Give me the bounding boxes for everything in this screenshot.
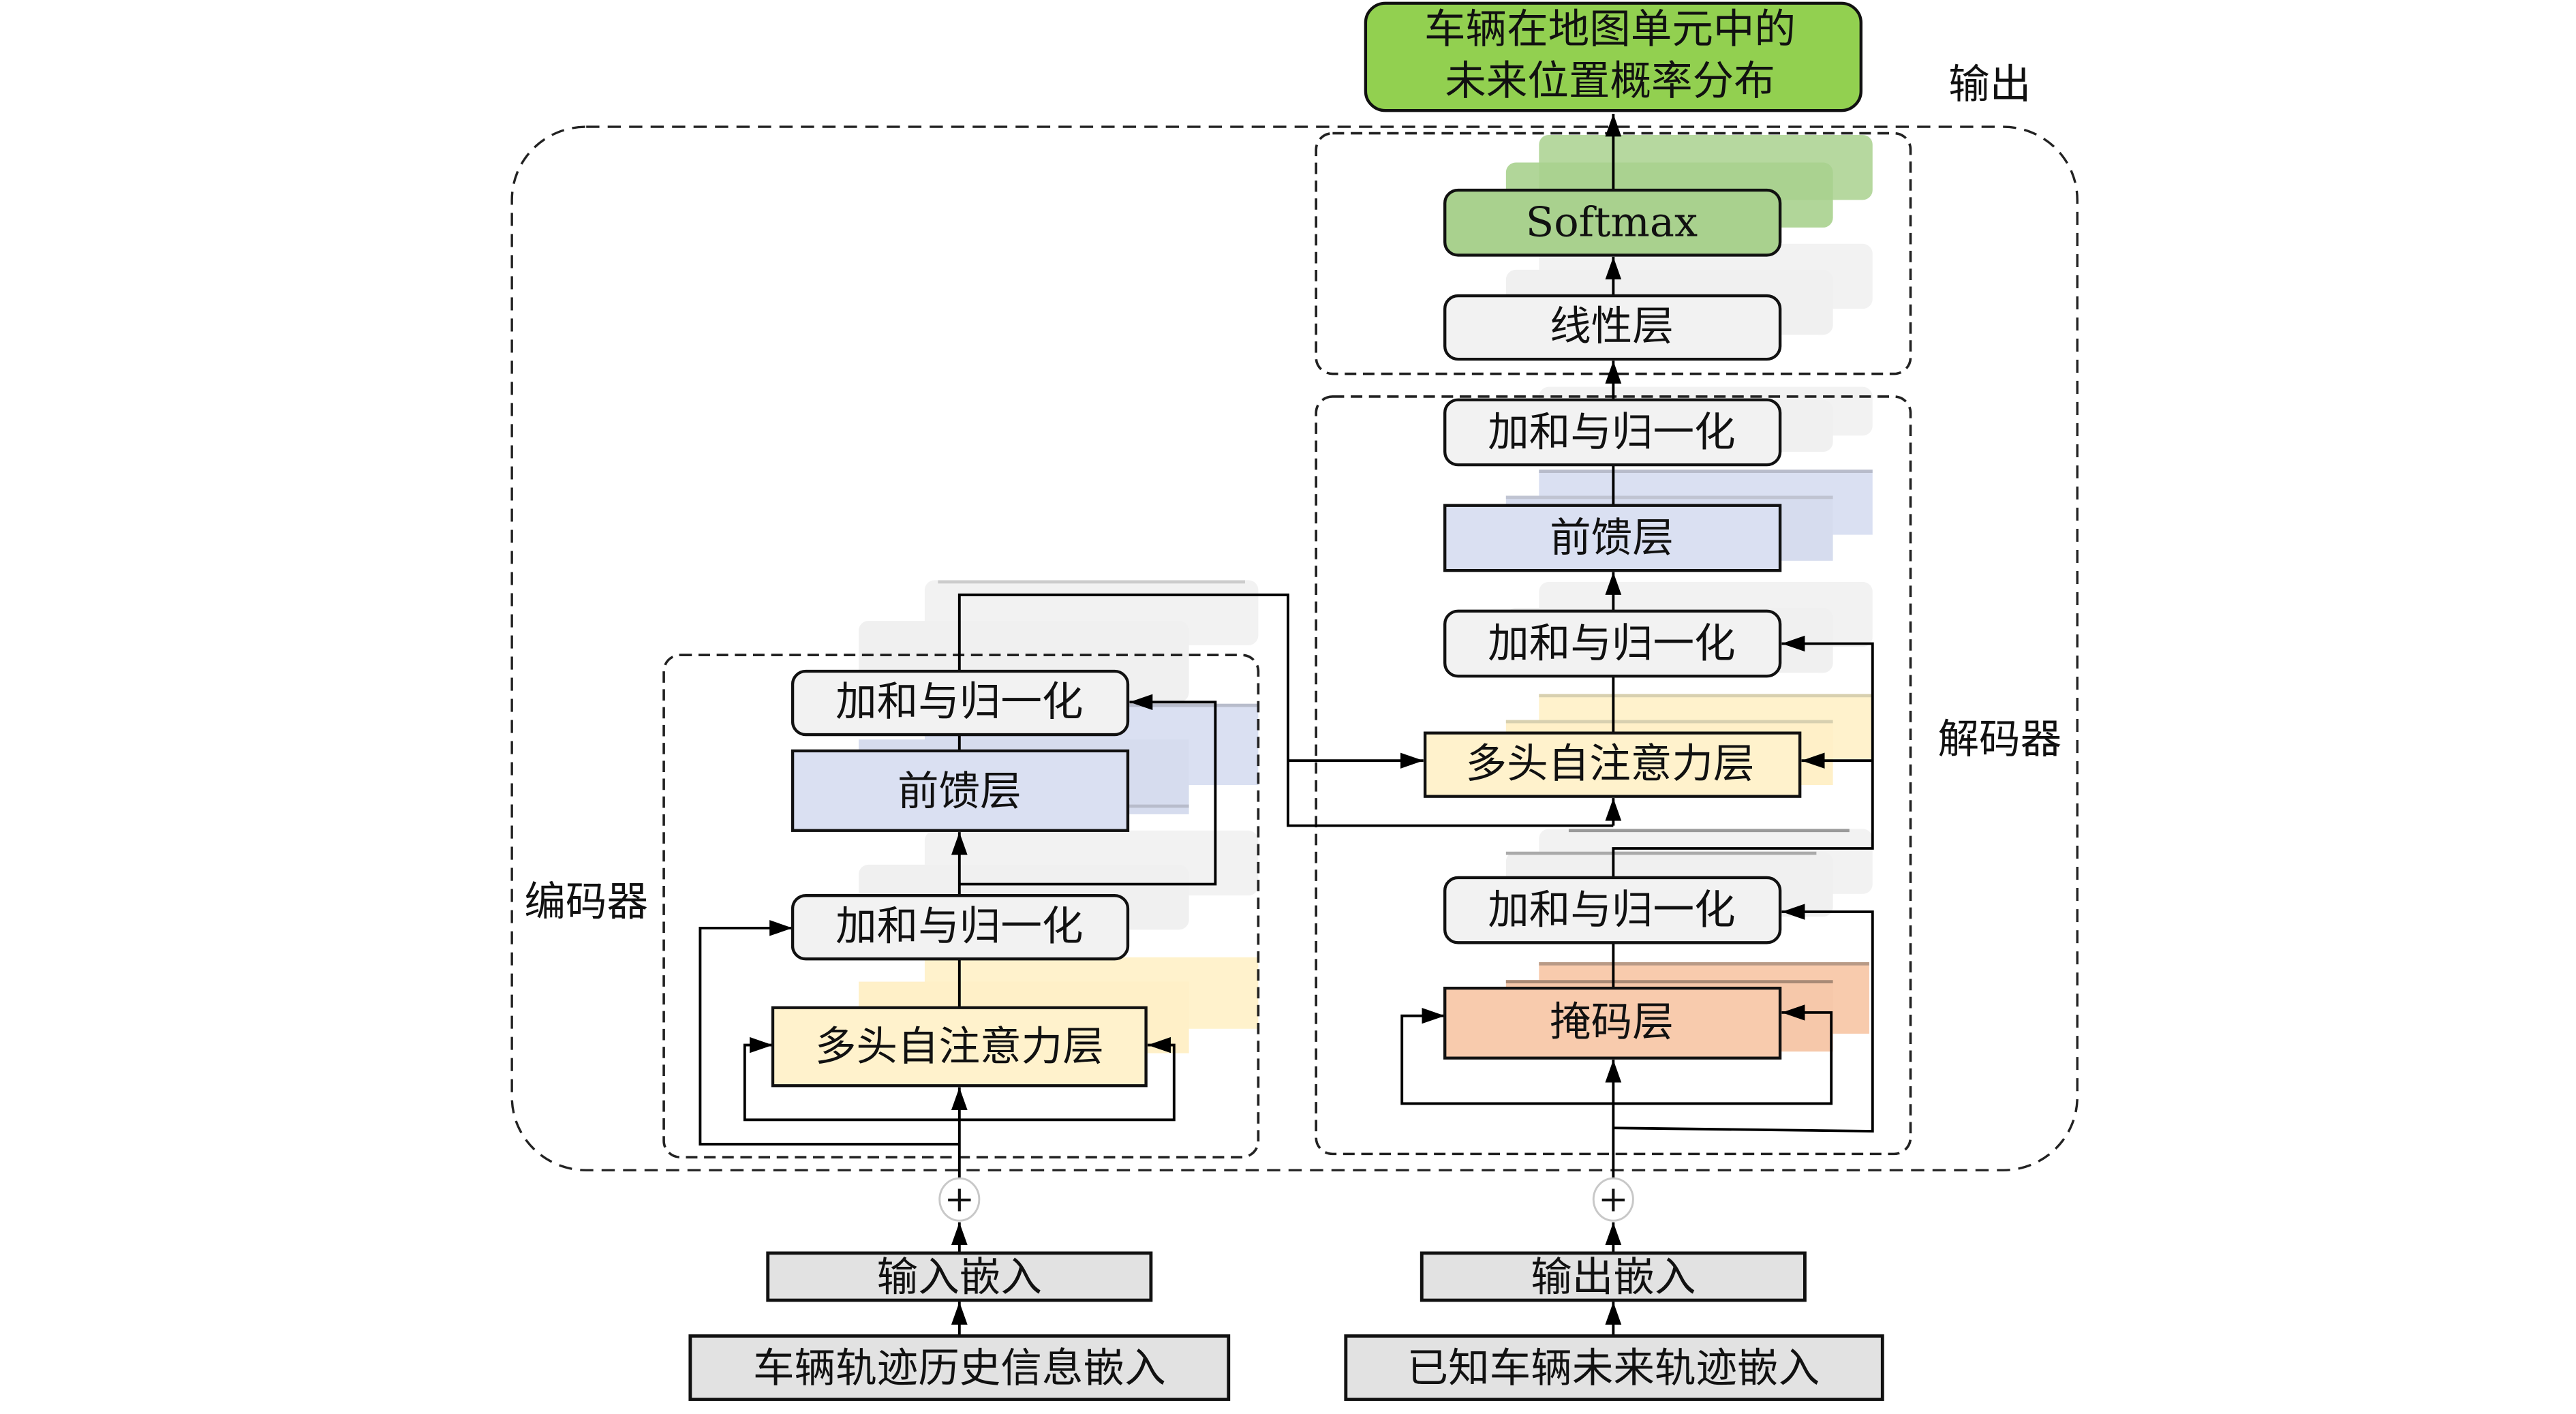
- softmax-layer: Softmax: [1443, 188, 1782, 257]
- decoder-norm-mid-rect: [1443, 609, 1782, 678]
- decoder-norm-bottom: 加和与归一化: [1443, 876, 1782, 944]
- decoder-norm-top: 加和与归一化: [1443, 398, 1782, 467]
- decoder-plus-symbol: +: [1598, 1179, 1629, 1220]
- encoder-feedforward-label: 前馈层: [898, 768, 1022, 815]
- encoder-norm-bottom-rect: [791, 894, 1130, 961]
- output-embedding-rect: [1420, 1251, 1807, 1302]
- encoder-norm-bottom-label: 加和与归一化: [835, 903, 1083, 950]
- encoder-norm-top-label: 加和与归一化: [835, 679, 1083, 726]
- encoder-norm-top: 加和与归一化: [791, 669, 1130, 737]
- input-embedding: 输入嵌入: [766, 1251, 1153, 1302]
- decoder-norm-top-rect: [1443, 398, 1782, 467]
- encoder-feedforward-rect: [791, 749, 1130, 832]
- wire-enc-output-route: [957, 594, 1614, 827]
- wire-enc-attn-left-loop: [743, 1036, 960, 1122]
- input-embedding-rect: [766, 1251, 1153, 1302]
- wire-mask-left-loop: [1400, 1007, 1614, 1105]
- decoder-norm-mid: 加和与归一化: [1443, 609, 1782, 678]
- decoder-mask-rect: [1443, 986, 1782, 1060]
- encoder-plus-circle-icon: [938, 1177, 981, 1222]
- softmax-label: Softmax: [1526, 199, 1698, 246]
- encoder-plus-symbol: +: [944, 1179, 975, 1220]
- decoder-mask-label: 掩码层: [1550, 998, 1674, 1045]
- decoder-norm-top-label: 加和与归一化: [1488, 409, 1735, 456]
- decoder-attention-label: 多头自注意力层: [1466, 740, 1755, 787]
- encoder-positional-add: +: [938, 1177, 981, 1222]
- encoder-attention-rect: [771, 1006, 1148, 1088]
- model-container: [510, 125, 2079, 1171]
- wire-dec-norm-low-up: [1612, 635, 1874, 878]
- decoder-norm-bottom-rect: [1443, 876, 1782, 944]
- encoder-norm-top-rect: [791, 669, 1130, 737]
- wire-dec-residual-norm-low: [1613, 904, 1874, 1133]
- linear-label: 线性层: [1550, 303, 1674, 350]
- future-embedding-label: 已知车辆未来轨迹嵌入: [1407, 1344, 1820, 1392]
- decoder-mask: 掩码层: [1443, 986, 1782, 1060]
- encoder-side-label: 编码器: [524, 878, 648, 925]
- encoder-attention: 多头自注意力层: [771, 1006, 1148, 1088]
- linear-rect: [1443, 294, 1782, 361]
- wire-enc-attn-right-loop: [959, 1036, 1176, 1122]
- encoder-feedforward: 前馈层: [791, 749, 1130, 832]
- decoder-positional-add: +: [1592, 1177, 1634, 1222]
- output-embedding-label: 输出嵌入: [1531, 1254, 1696, 1301]
- history-embedding-label: 车辆轨迹历史信息嵌入: [753, 1344, 1166, 1392]
- wire-mask-right-loop: [1613, 1004, 1833, 1105]
- decoder-attention-rect: [1423, 731, 1802, 798]
- encoder-attention-label: 多头自注意力层: [815, 1023, 1104, 1070]
- decoder-norm-bottom-label: 加和与归一化: [1488, 887, 1735, 934]
- linear-layer: 线性层: [1443, 294, 1782, 361]
- future-embedding: 已知车辆未来轨迹嵌入: [1344, 1334, 1884, 1401]
- output-probability-line2: 未来位置概率分布: [1445, 58, 1775, 105]
- wire-enc-residual-norm-top: [959, 694, 1217, 886]
- output-side-label: 输出: [1948, 61, 2031, 108]
- decoder-feedforward-label: 前馈层: [1550, 514, 1674, 562]
- output-embedding: 输出嵌入: [1420, 1251, 1807, 1302]
- wire-enc-residual-norm-low: [699, 920, 960, 1146]
- softmax-rect: [1443, 188, 1782, 257]
- encoder-container: [662, 654, 1260, 1158]
- history-embedding-rect: [688, 1334, 1231, 1401]
- future-embedding-rect: [1344, 1334, 1884, 1401]
- decoder-plus-circle-icon: [1592, 1177, 1634, 1222]
- decoder-side-label: 解码器: [1937, 716, 2061, 763]
- input-embedding-label: 输入嵌入: [877, 1254, 1042, 1301]
- decoder-feedforward: 前馈层: [1443, 504, 1782, 572]
- decoder-norm-mid-label: 加和与归一化: [1488, 620, 1735, 667]
- decoder-feedforward-rect: [1443, 504, 1782, 572]
- decoder-attention: 多头自注意力层: [1423, 731, 1802, 798]
- output-probability-rect: [1364, 1, 1862, 112]
- connections: [699, 113, 1874, 1336]
- encoder-norm-bottom: 加和与归一化: [791, 894, 1130, 961]
- output-probability-box: 车辆在地图单元中的 未来位置概率分布: [1364, 1, 1862, 112]
- output-probability-line1: 车辆在地图单元中的: [1424, 5, 1796, 52]
- history-embedding: 车辆轨迹历史信息嵌入: [688, 1334, 1231, 1401]
